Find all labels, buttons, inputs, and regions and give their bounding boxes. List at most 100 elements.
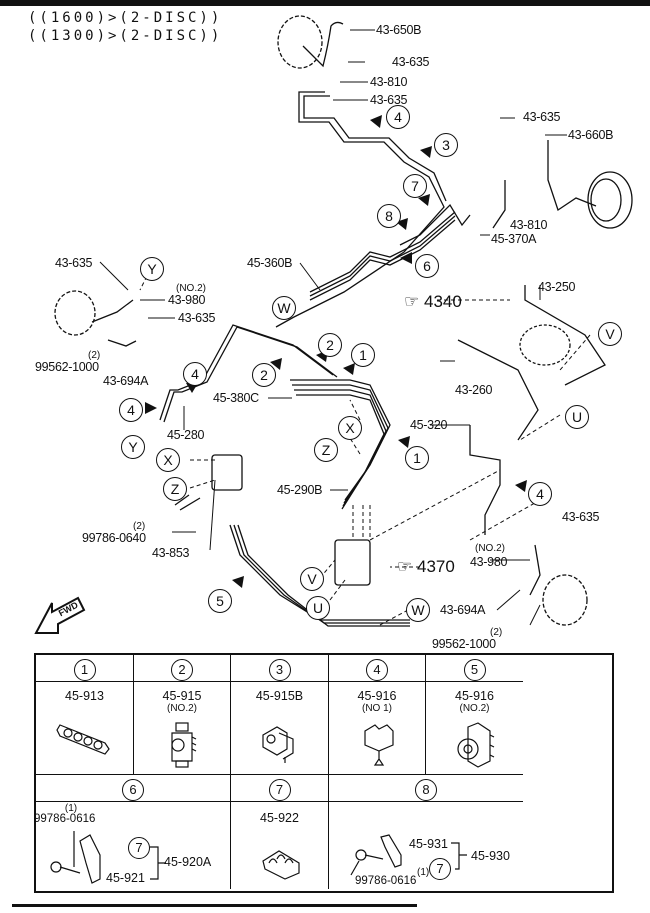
marker-1-right: 1 <box>405 446 429 470</box>
label-43-650b: 43-650B <box>376 23 422 37</box>
label-45-280: 45-280 <box>167 428 205 442</box>
legend-cell-8: 8 45-931 7 45-930 (1) 99786-0616 <box>329 775 523 889</box>
hose-43-980-right <box>529 544 541 596</box>
legend-part-45-915b: 45-915B <box>255 689 304 703</box>
label-45-320: 45-320 <box>410 418 448 432</box>
pipe-43-250 <box>524 285 606 386</box>
legend-num-8: 8 <box>415 779 437 801</box>
reference-4340: ☞ 4340 <box>404 292 462 311</box>
marker-X-mid: X <box>338 416 362 440</box>
marker-V-top: V <box>598 322 622 346</box>
label-43-635-a: 43-635 <box>392 55 430 69</box>
legend-num-7: 7 <box>268 779 291 801</box>
label-43-980-b: 43-980 <box>470 555 508 569</box>
label-99562-b-note: (2) <box>490 627 503 638</box>
legend-cell-3: 3 45-915B <box>231 655 329 775</box>
clip-legend-table: 1 45-913 2 45-915 (NO.2) 3 45-915B 4 45-… <box>34 653 614 893</box>
legend-part-45-915: 45-915 <box>162 689 202 703</box>
arrow-marker-5 <box>232 576 244 588</box>
legend-cell-6: 6 (1) 99786-0616 7 45-920A 45-921 <box>34 775 231 889</box>
hydraulic-unit <box>334 539 371 586</box>
legend-6-bolt-99786-0616: 99786-0616 <box>34 813 96 825</box>
label-45-360b: 45-360B <box>247 256 293 270</box>
pipe-bundle-45-290b <box>290 379 391 501</box>
pipe-top <box>275 91 445 328</box>
legend-8-sub-marker-7: 7 <box>429 858 451 880</box>
marker-U-top: U <box>565 405 589 429</box>
legend-num-5: 5 <box>463 659 486 681</box>
arrow-marker-3 <box>420 146 432 158</box>
marker-5: 5 <box>208 589 232 613</box>
label-43-260: 43-260 <box>455 383 493 397</box>
marker-1-top: 1 <box>351 343 375 367</box>
label-43-250: 43-250 <box>538 280 576 294</box>
brake-master-cylinder <box>519 324 571 366</box>
proportioning-valve-43-853 <box>211 454 243 491</box>
arrow-marker-4-left-b <box>145 402 157 414</box>
legend-8-bracket-45-931: 45-931 <box>409 837 448 851</box>
clip-45-916-no2-icon <box>457 722 495 768</box>
legend-note-45-916-no2: (NO.2) <box>459 703 490 714</box>
clip-45-915b-icon <box>262 726 294 763</box>
label-43-853: 43-853 <box>152 546 190 560</box>
label-43-635-c: 43-635 <box>523 110 561 124</box>
label-45-370a: 45-370A <box>491 232 537 246</box>
clip-45-920a-bracket-icon <box>50 831 101 884</box>
pointing-hand-icon: ☞ <box>397 557 413 576</box>
arrow-marker-7 <box>418 194 430 206</box>
legend-num-1: 1 <box>73 659 96 681</box>
legend-cell-1: 1 45-913 <box>36 655 134 775</box>
bracket-line <box>451 842 467 870</box>
legend-part-45-922: 45-922 <box>260 811 299 825</box>
brake-disc-front-left <box>277 15 323 69</box>
marker-Y-left: Y <box>121 435 145 459</box>
label-43-980-a: 43-980 <box>168 293 206 307</box>
marker-V-bottom: V <box>300 567 324 591</box>
legend-6-bolt-note: (1) <box>64 803 78 814</box>
arrow-marker-4-top <box>370 115 382 128</box>
label-43-694a-b: 43-694A <box>440 603 486 617</box>
marker-8: 8 <box>377 204 401 228</box>
legend-part-45-916-no1: 45-916 <box>357 689 397 703</box>
hose-43-980-left <box>91 299 134 323</box>
clip-45-915-icon <box>171 722 197 768</box>
brake-disc-rear <box>542 574 588 626</box>
marker-4-left-b: 4 <box>119 398 143 422</box>
legend-cell-2: 2 45-915 (NO.2) <box>134 655 231 775</box>
marker-Y-top: Y <box>140 257 164 281</box>
clip-45-930-bracket-icon <box>350 834 402 876</box>
fwd-arrow <box>34 596 86 634</box>
reference-4370: ☞ 4370 <box>397 557 455 576</box>
label-99786-0640: 99786-0640 <box>82 531 146 545</box>
label-43-635-f: 43-635 <box>562 510 600 524</box>
label-45-290b: 45-290B <box>277 483 323 497</box>
marker-6: 6 <box>415 254 439 278</box>
marker-Z-mid: Z <box>314 438 338 462</box>
arrow-marker-6 <box>400 252 412 264</box>
marker-4-right: 4 <box>528 482 552 506</box>
marker-4-top: 4 <box>386 105 410 129</box>
hose-43-650b <box>302 21 344 68</box>
marker-U-bottom: U <box>306 596 330 620</box>
marker-2-left: 2 <box>252 363 276 387</box>
bolt-99786-0640 <box>174 494 201 511</box>
pipe-43-260 <box>457 339 539 441</box>
label-43-980-b-note: (NO.2) <box>475 543 505 554</box>
label-43-810-b: 43-810 <box>510 218 548 232</box>
legend-num-4: 4 <box>366 659 388 681</box>
legend-8-assy-45-930: 45-930 <box>471 849 510 863</box>
label-99562-1000-a: 99562-1000 <box>35 360 99 374</box>
legend-note-45-915: (NO.2) <box>167 703 197 714</box>
marker-W-top: W <box>272 296 296 320</box>
marker-2-right: 2 <box>318 333 342 357</box>
clip-45-922-icon <box>262 850 300 880</box>
legend-num-3: 3 <box>268 659 291 681</box>
label-43-810-a: 43-810 <box>370 75 408 89</box>
arrow-marker-1-top <box>343 363 355 375</box>
label-43-660b: 43-660B <box>568 128 614 142</box>
arrow-marker-1-right <box>398 436 410 448</box>
label-43-635-d: 43-635 <box>55 256 93 270</box>
hose-43-810-right <box>492 180 506 229</box>
marker-7: 7 <box>403 174 427 198</box>
